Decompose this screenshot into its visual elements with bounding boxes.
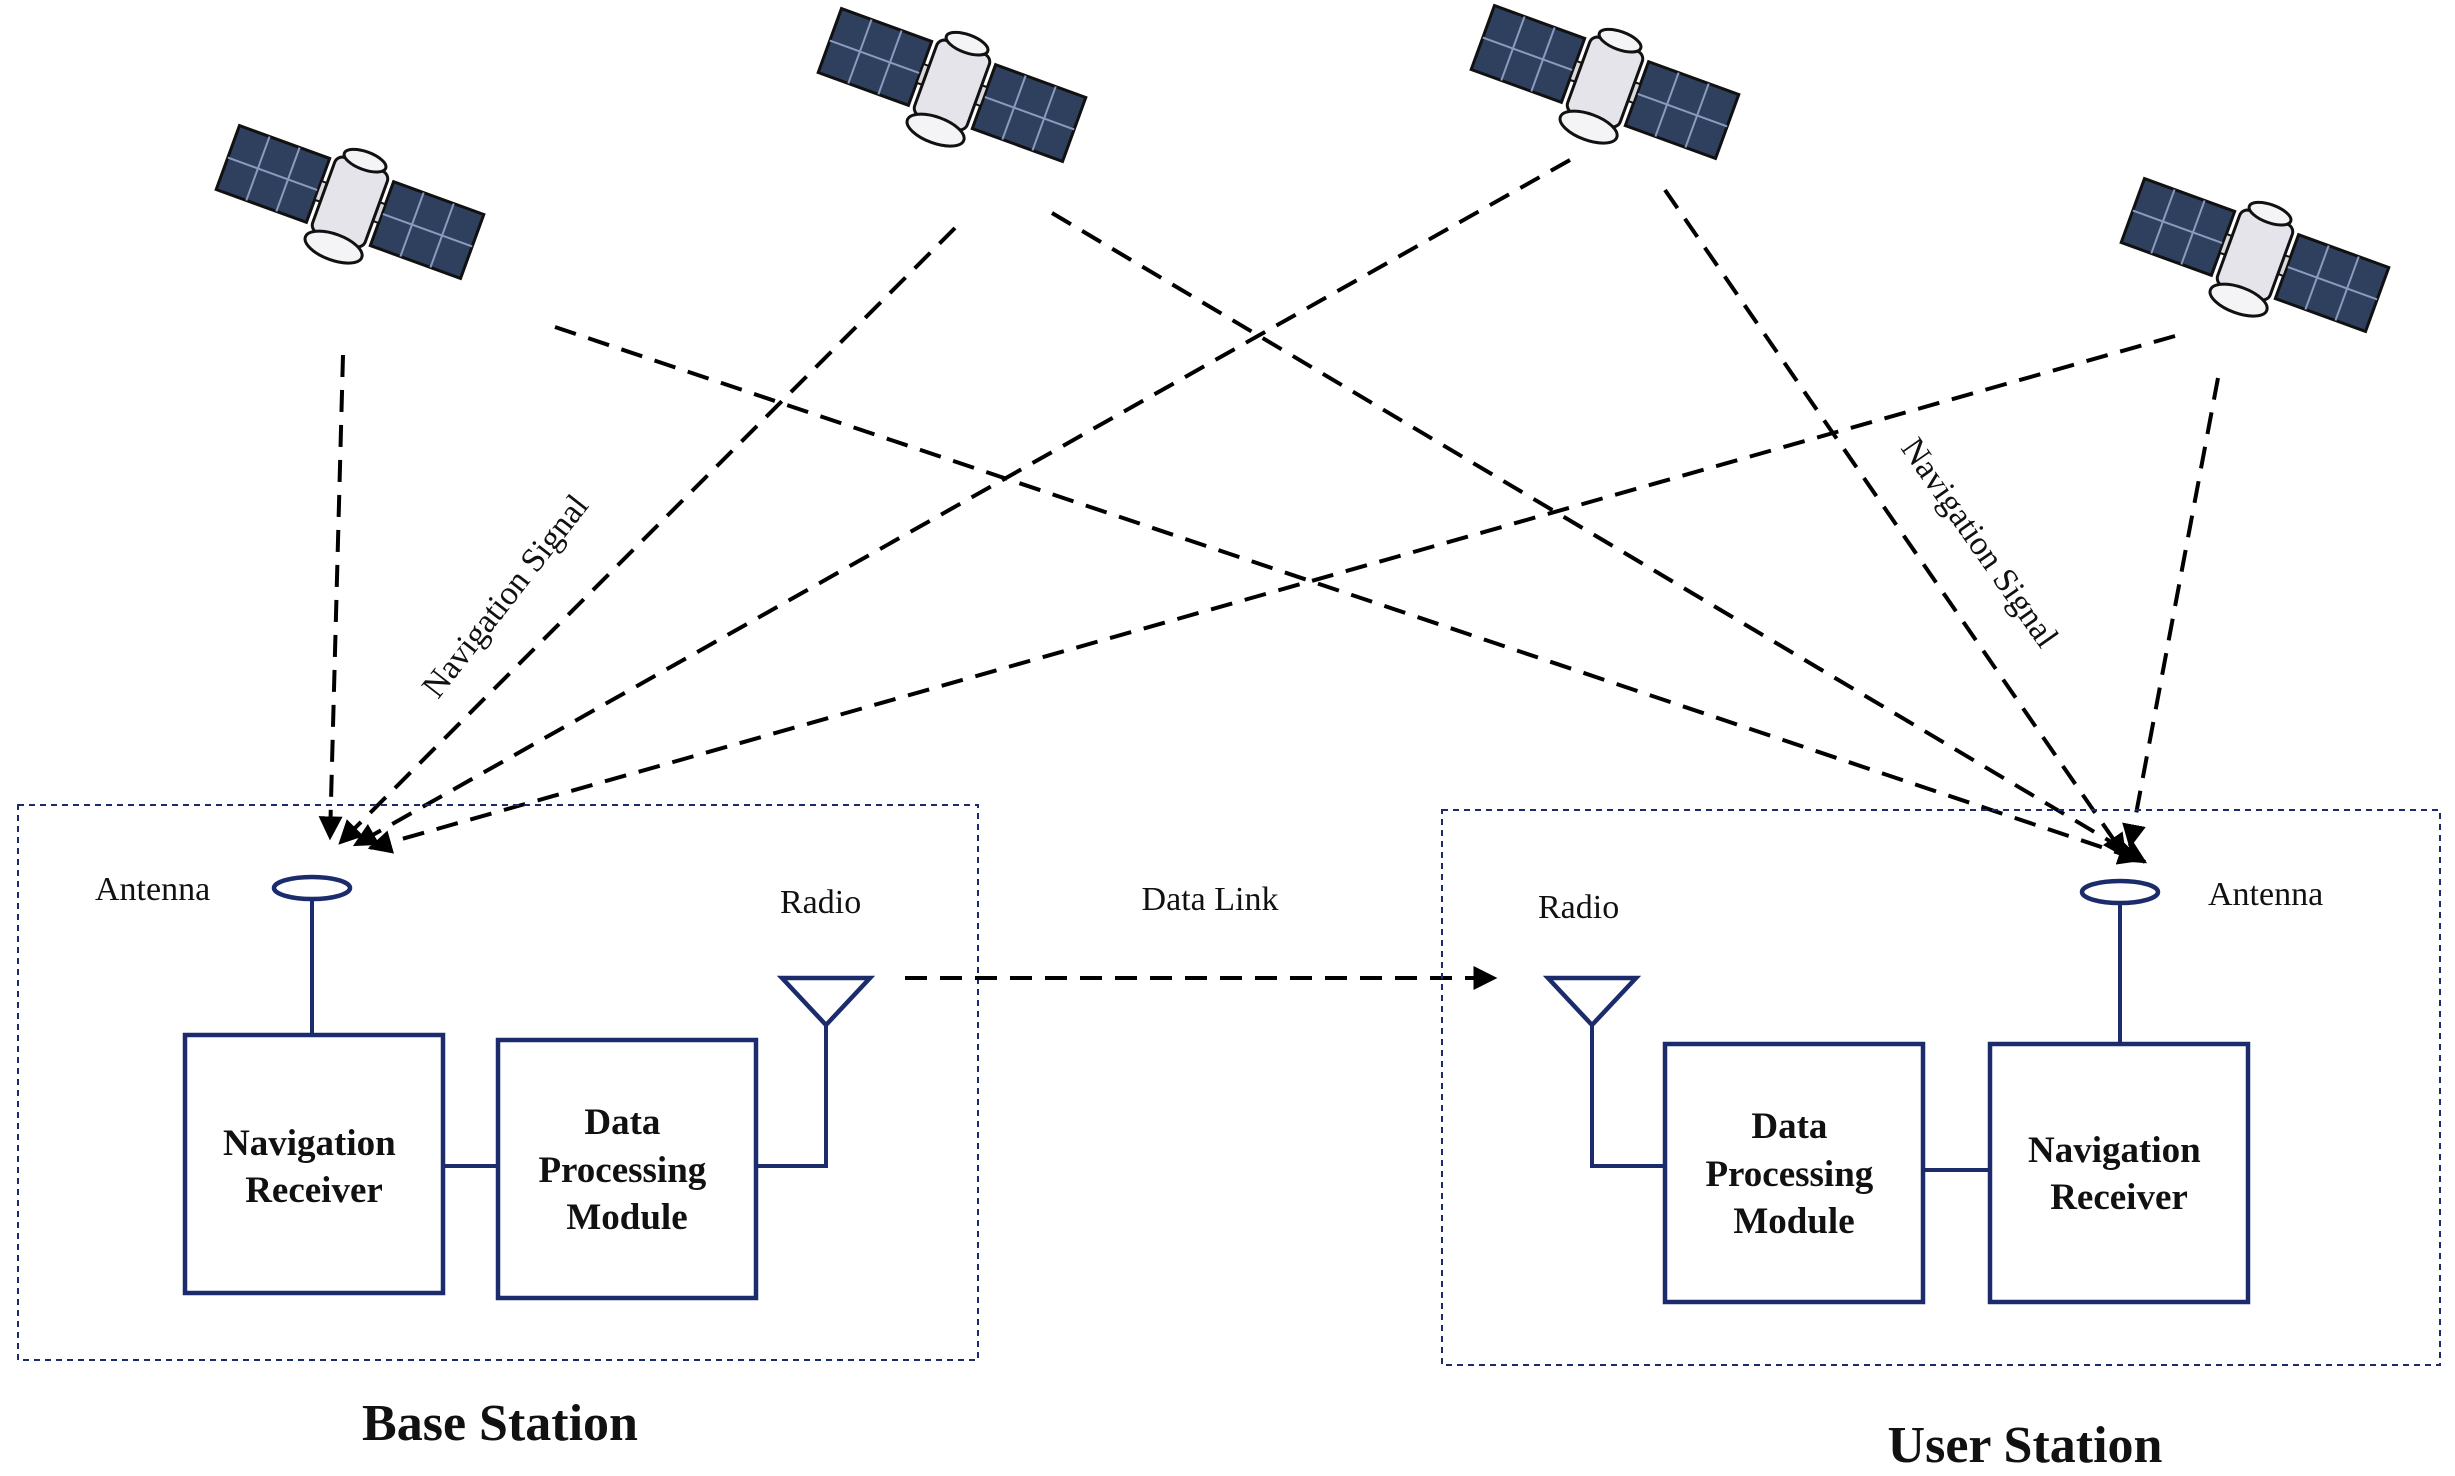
data-link-label: Data Link bbox=[1142, 881, 1279, 918]
base-radio-label: Radio bbox=[780, 884, 861, 921]
satellite-4 bbox=[2110, 159, 2397, 359]
signal-line bbox=[318, 354, 345, 841]
radio-antenna-icon bbox=[1542, 975, 1642, 1029]
satellite-icon bbox=[2110, 159, 2397, 359]
user-data-processing-module bbox=[1662, 1041, 1926, 1305]
satellite-3 bbox=[1460, 0, 1747, 186]
signal-line bbox=[1663, 188, 2127, 858]
user-navigation-receiver bbox=[1987, 1041, 2251, 1305]
satellite-icon bbox=[205, 106, 492, 306]
satellite-icon bbox=[807, 0, 1094, 189]
user-station-title: User Station bbox=[1888, 1417, 2163, 1474]
gnss-antenna-icon bbox=[271, 874, 353, 902]
satellite-2 bbox=[807, 0, 1094, 189]
signal-line bbox=[367, 334, 2176, 854]
user-antenna-label: Antenna bbox=[2208, 876, 2323, 913]
base-data-processing-module-label: Data Processing Module bbox=[538, 1102, 715, 1238]
user-data-processing-module-label: Data Processing Module bbox=[1705, 1106, 1882, 1242]
base-antenna-label: Antenna bbox=[95, 871, 210, 908]
base-navigation-receiver bbox=[182, 1032, 446, 1296]
signal-line bbox=[352, 158, 1571, 847]
radio-antenna-icon bbox=[776, 975, 876, 1029]
signal-line bbox=[2122, 377, 2220, 849]
user-navigation-receiver-label: Navigation Receiver bbox=[2028, 1130, 2210, 1218]
user-station: Antenna Navigation Receiver Data Process… bbox=[1441, 809, 2441, 1474]
signal-label-right: Navigation Signal bbox=[1893, 431, 2065, 654]
signal-label-left: Navigation Signal bbox=[415, 488, 596, 705]
signal-line bbox=[1050, 211, 2148, 864]
navigation-signals bbox=[318, 158, 2220, 865]
user-radio-label: Radio bbox=[1538, 889, 1619, 926]
base-navigation-receiver-label: Navigation Receiver bbox=[223, 1123, 405, 1211]
user-station-frame bbox=[1441, 809, 2441, 1366]
base-station-title: Base Station bbox=[362, 1395, 638, 1452]
satellite-icon bbox=[1460, 0, 1747, 186]
gnss-antenna-icon bbox=[2079, 878, 2161, 906]
signal-line bbox=[554, 325, 2143, 865]
base-data-processing-module bbox=[495, 1037, 759, 1301]
signal-line bbox=[338, 226, 957, 845]
base-station: Antenna Navigation Receiver Data Process… bbox=[17, 804, 979, 1452]
base-station-frame bbox=[17, 804, 979, 1361]
satellite-1 bbox=[205, 106, 492, 306]
